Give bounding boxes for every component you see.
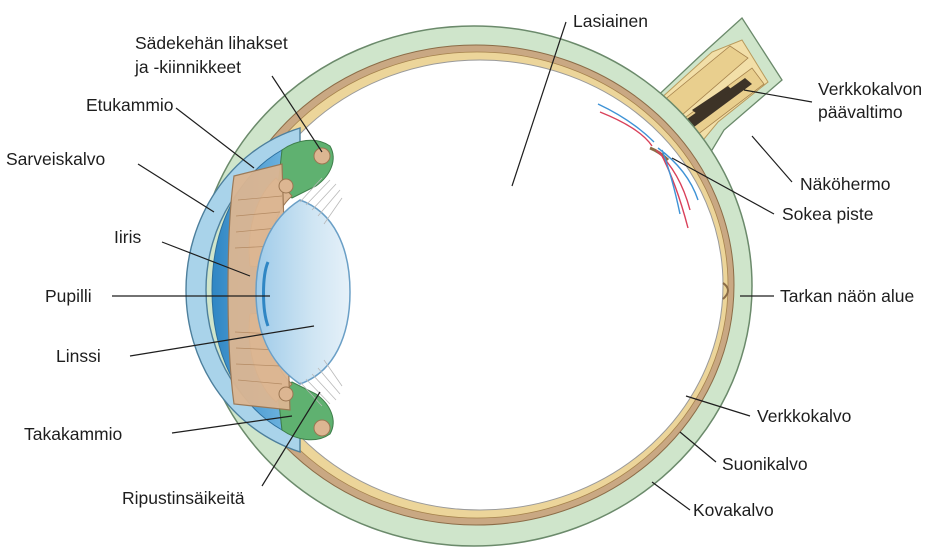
ciliary-knob-lower-1 xyxy=(279,387,293,401)
leader-kovakalvo xyxy=(652,482,690,510)
label-verkkokalvon-line2: päävaltimo xyxy=(818,102,903,122)
label-lasiainen: Lasiainen xyxy=(573,11,648,31)
label-verkkokalvon-line1: Verkkokalvon xyxy=(818,79,922,99)
label-ripustinsaikeita: Ripustinsäikeitä xyxy=(122,488,245,508)
label-verkkokalvo: Verkkokalvo xyxy=(757,406,851,426)
label-sokea-piste: Sokea piste xyxy=(782,204,873,224)
label-etukammio: Etukammio xyxy=(86,95,174,115)
label-suonikalvo: Suonikalvo xyxy=(722,454,808,474)
label-nakohermo: Näköhermo xyxy=(800,174,890,194)
label-sadekehan-line1: Sädekehän lihakset xyxy=(135,33,288,53)
ciliary-knob-lower-2 xyxy=(314,420,330,436)
label-tarkan-naon-alue: Tarkan näön alue xyxy=(780,286,914,306)
ciliary-knob-upper-2 xyxy=(314,148,330,164)
leader-etukammio xyxy=(176,108,254,168)
label-sarveiskalvo: Sarveiskalvo xyxy=(6,149,105,169)
label-takakammio: Takakammio xyxy=(24,424,122,444)
leader-sarveiskalvo xyxy=(138,164,214,212)
label-kovakalvo: Kovakalvo xyxy=(693,500,774,520)
label-linssi: Linssi xyxy=(56,346,101,366)
label-iiris: Iiris xyxy=(114,227,141,247)
label-pupilli: Pupilli xyxy=(45,286,92,306)
label-sadekehan-line2: ja -kiinnikkeet xyxy=(134,57,241,77)
ciliary-knob-upper-1 xyxy=(279,179,293,193)
leader-nakohermo xyxy=(752,136,792,182)
